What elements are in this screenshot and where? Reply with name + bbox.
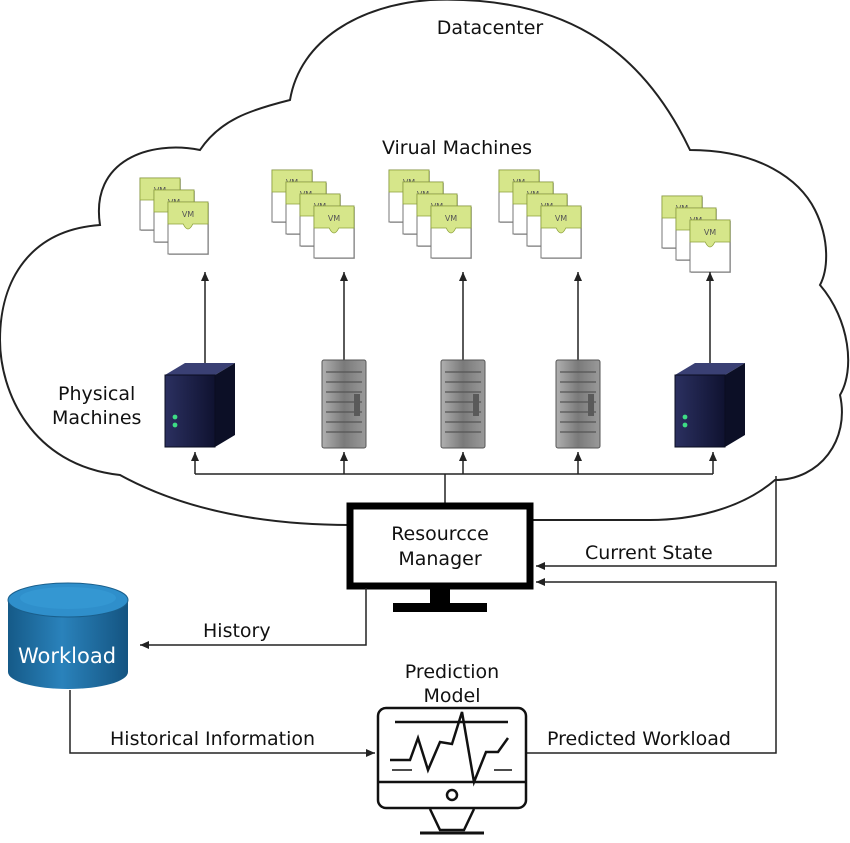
server-to-vm-arrows xyxy=(201,272,714,363)
workload-label: Workload xyxy=(18,644,116,668)
vm-card-label: VM xyxy=(445,214,457,223)
server-rack-icon xyxy=(555,359,601,449)
vm-card-icon: VM xyxy=(430,205,472,259)
vm-card-label: VM xyxy=(328,214,340,223)
resource-manager-monitor xyxy=(346,502,534,612)
vm-card-label: VM xyxy=(704,228,716,237)
server-rack-icon xyxy=(321,359,367,449)
predicted-workload-arrow xyxy=(518,578,777,754)
datacenter-title: Datacenter xyxy=(437,17,544,39)
workload-database-icon xyxy=(7,582,129,689)
resource-manager-to-servers-bus xyxy=(191,452,717,505)
vm-card-icon: VM xyxy=(313,205,355,259)
physical-machines-label-line2: Machines xyxy=(52,407,141,429)
server-tower-icon xyxy=(674,363,745,448)
server-tower-icon xyxy=(164,363,235,448)
history-label: History xyxy=(203,620,271,642)
history-arrow xyxy=(140,588,367,649)
server-rack-icon xyxy=(440,359,486,449)
vm-card-icon: VM xyxy=(689,219,731,273)
vm-card-label: VM xyxy=(182,210,194,219)
current-state-arrow xyxy=(536,476,777,570)
prediction-model-label-line1: Prediction xyxy=(405,661,499,683)
historical-information-arrow xyxy=(69,690,375,757)
current-state-label: Current State xyxy=(585,542,713,564)
vm-card-label: VM xyxy=(555,214,567,223)
physical-machines-label-line1: Physical xyxy=(58,383,135,405)
historical-information-label: Historical Information xyxy=(110,728,315,750)
resource-manager-label-line2: Manager xyxy=(398,548,481,570)
virtual-machines-title: Virual Machines xyxy=(382,137,532,159)
vm-card-icon: VM xyxy=(540,205,582,259)
vm-card-icon: VM xyxy=(167,201,209,255)
prediction-model-label-line2: Model xyxy=(423,685,480,707)
predicted-workload-label: Predicted Workload xyxy=(547,728,731,750)
prediction-model-monitor-icon xyxy=(376,706,528,835)
resource-manager-label-line1: Resourcce xyxy=(391,523,489,545)
